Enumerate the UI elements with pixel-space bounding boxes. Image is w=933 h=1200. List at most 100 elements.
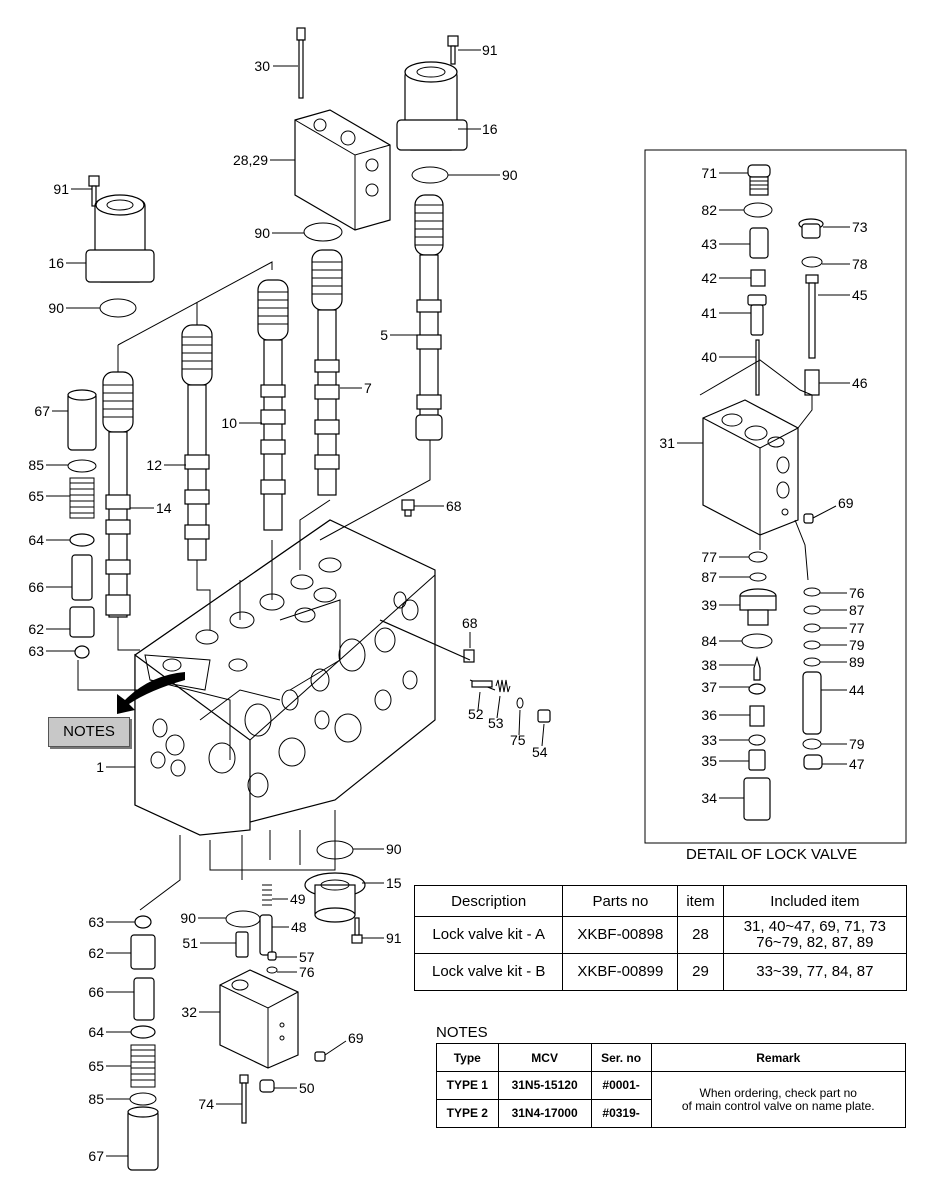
detail-caption: DETAIL OF LOCK VALVE [686, 846, 858, 863]
callout-label: 12 [146, 457, 162, 473]
callout-label: 50 [299, 1080, 315, 1096]
detail-o-ring-77b [803, 623, 821, 633]
callout-label: 7 [364, 380, 372, 396]
callout-label: 32 [181, 1004, 197, 1020]
seat-62-upper [69, 606, 95, 638]
spring-49 [262, 884, 272, 906]
callout-label: 43 [701, 236, 717, 252]
table-row: TYPE 2 31N4-17000 #0319- [436, 1099, 906, 1128]
spring-65-lower [130, 1044, 156, 1088]
callout-label: 66 [28, 579, 44, 595]
callout-label: 10 [221, 415, 237, 431]
kit-included-line: 31, 40~47, 69, 71, 73 [743, 918, 886, 935]
nut-63-lower [134, 915, 152, 929]
callout-label: 28,29 [233, 152, 268, 168]
poppet-66-upper [71, 554, 93, 601]
notes-mcv: 31N5-15120 [497, 1071, 592, 1100]
callout-label: 87 [849, 602, 865, 618]
notes-serial: #0319- [590, 1099, 652, 1128]
callout-label: 40 [701, 349, 717, 365]
spool-10 [257, 279, 289, 531]
kit-table-header: Description Parts no item Included item [413, 885, 908, 917]
callout-label: 1 [96, 759, 104, 775]
callout-label: 34 [701, 790, 717, 806]
ring-64-lower [130, 1025, 156, 1039]
callout-label: 84 [701, 633, 717, 649]
o-ring-85-lower [129, 1092, 157, 1106]
notes-serial: #0001- [590, 1071, 652, 1100]
o-ring-90-lower [316, 840, 354, 860]
detail-pin-40 [755, 339, 760, 396]
notes-header-type: Type [436, 1043, 499, 1072]
o-ring-90-left [99, 298, 137, 318]
detail-spring-36 [749, 705, 765, 727]
leader-line [541, 723, 545, 747]
callout-label: 45 [852, 287, 868, 303]
callout-label: 71 [701, 165, 717, 181]
callout-label: 76 [849, 585, 865, 601]
plug-67-upper [67, 389, 97, 451]
callout-label: 85 [28, 457, 44, 473]
detail-piston-45 [805, 274, 819, 359]
kit-included-line: 76~79, 82, 87, 89 [756, 934, 874, 951]
callout-label: 16 [48, 255, 64, 271]
kit-header-parts-no: Parts no [562, 885, 679, 917]
o-ring-76-block [266, 966, 278, 974]
rod-52-body [469, 679, 496, 691]
callout-label: 90 [180, 910, 196, 926]
detail-o-ring-82 [743, 202, 773, 218]
detail-o-ring-76 [803, 587, 821, 597]
kit-description: Lock valve kit - A [413, 916, 564, 954]
callout-label: 68 [446, 498, 462, 514]
kit-header-included-item: Included item [722, 885, 908, 917]
callout-label: 91 [482, 42, 498, 58]
callout-label: 31 [659, 435, 675, 451]
callout-label: 87 [701, 569, 717, 585]
callout-label: 78 [852, 256, 868, 272]
callout-label: 33 [701, 732, 717, 748]
table-row: Lock valve kit - A XKBF-00898 28 31, 40~… [413, 916, 908, 954]
o-ring-90-right [411, 166, 449, 184]
callout-label: 53 [488, 715, 504, 731]
spool-5 [414, 194, 444, 441]
callout-label: 52 [468, 706, 484, 722]
o-ring-90-block [225, 910, 261, 928]
o-ring-90-top [303, 222, 343, 242]
cover-16-left [85, 194, 155, 283]
callout-label: 91 [386, 930, 402, 946]
callout-label: 63 [28, 643, 44, 659]
detail-pin-38 [753, 655, 761, 681]
callout-label: 69 [348, 1030, 364, 1046]
callout-label: 77 [849, 620, 865, 636]
callout-label: 37 [701, 679, 717, 695]
spring-53 [495, 679, 511, 693]
callout-label: 51 [182, 935, 198, 951]
notes-remark-line: of main control valve on name plate. [681, 1098, 875, 1113]
callout-label: 64 [88, 1024, 104, 1040]
callout-label: 68 [462, 615, 478, 631]
cover-16-right [396, 61, 468, 151]
callout-label: 62 [28, 621, 44, 637]
cover-15 [304, 872, 366, 923]
detail-plug-69 [803, 513, 814, 524]
lock-block-32 [219, 969, 299, 1069]
notes-arrow [117, 672, 185, 714]
kit-description: Lock valve kit - B [413, 953, 564, 991]
detail-spool-44 [802, 671, 822, 735]
plug-68-side [463, 649, 475, 663]
notes-header-serial: Ser. no [590, 1043, 652, 1072]
kit-header-item: item [677, 885, 724, 917]
callout-label: 90 [254, 225, 270, 241]
plug-68-top [401, 499, 415, 517]
plug-50 [259, 1079, 275, 1093]
plug-57 [267, 951, 277, 961]
notes-header-remark: Remark [650, 1043, 907, 1072]
callout-label: 49 [290, 891, 306, 907]
pin-51 [235, 931, 249, 958]
detail-piston-43 [749, 227, 769, 259]
bolt-91-top [447, 35, 459, 65]
callout-label: 67 [88, 1148, 104, 1164]
plug-54 [537, 709, 551, 723]
leader-line [518, 709, 521, 736]
